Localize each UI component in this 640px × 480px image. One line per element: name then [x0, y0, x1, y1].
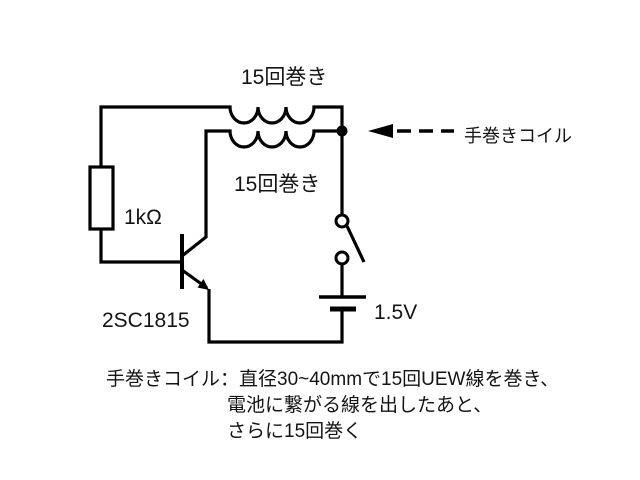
note-line-2: 電池に繋がる線を出したあと、 — [227, 395, 493, 416]
switch-symbol — [334, 213, 366, 266]
label-hand-wound-coil: 手巻きコイル — [464, 126, 572, 146]
transistor-emitter-arrowhead — [197, 279, 209, 290]
resistor-symbol — [88, 165, 115, 231]
hand-wound-coil-arrow — [368, 124, 454, 138]
switch-top-contact — [334, 213, 350, 229]
wire-secondary-coil-and-collector — [181, 129, 342, 258]
note-line-3: さらに15回巻く — [227, 421, 363, 442]
note-line-1: 手巻きコイル：直径30~40mmで15回UEW線を巻き、 — [106, 369, 560, 390]
switch-lever — [345, 225, 366, 263]
label-transistor-part-number: 2SC1815 — [102, 309, 190, 332]
wire-top-and-primary-coil — [99, 105, 344, 168]
junction-dot — [336, 125, 348, 137]
wire-resistor-to-base — [99, 229, 181, 264]
label-battery-voltage: 1.5V — [374, 301, 418, 324]
wire-emitter-to-battery — [207, 289, 344, 344]
label-primary-coil-turns: 15回巻き — [241, 66, 328, 89]
battery-symbol — [319, 295, 366, 312]
arrowhead-left-icon — [368, 124, 393, 138]
switch-bottom-contact — [334, 250, 350, 266]
label-secondary-coil-turns: 15回巻き — [234, 173, 321, 196]
label-resistor-value: 1kΩ — [124, 206, 162, 229]
npn-transistor-symbol — [180, 234, 209, 290]
